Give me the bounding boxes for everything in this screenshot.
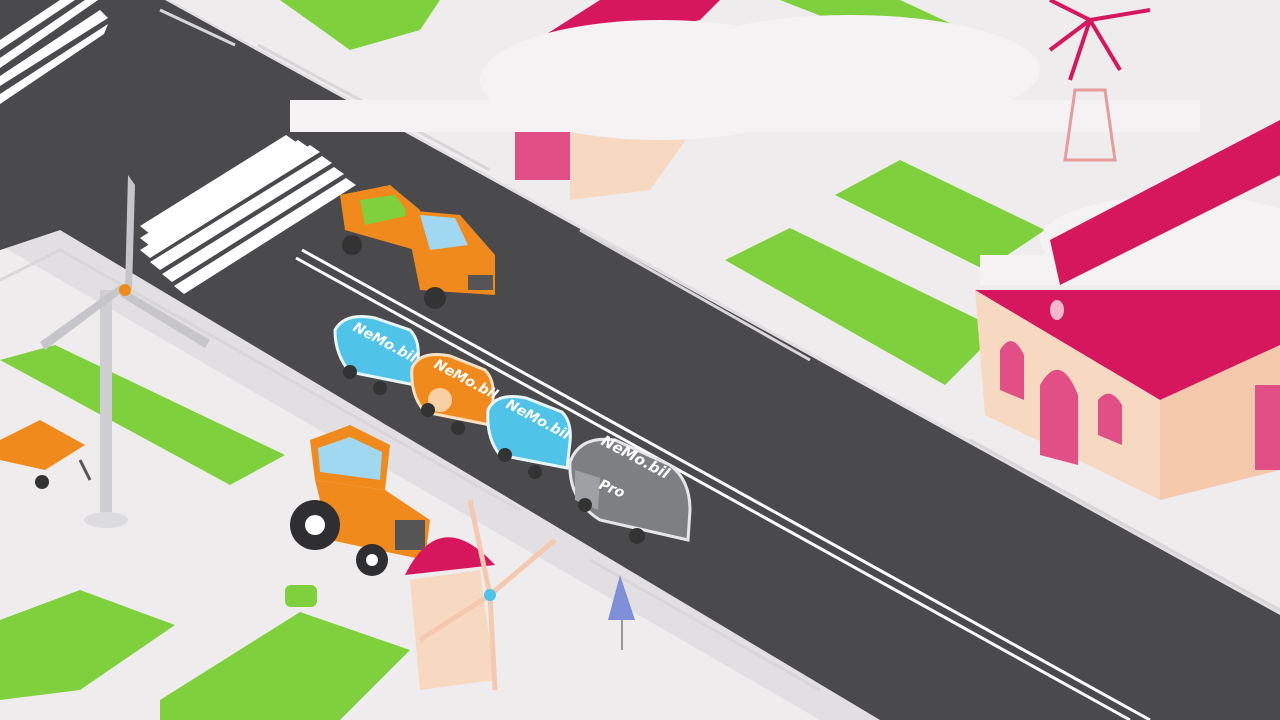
tractor xyxy=(290,425,430,576)
house-right xyxy=(975,120,1280,500)
windmill-top-right xyxy=(1048,0,1151,162)
wind-turbine xyxy=(40,175,210,528)
windmill-bottom xyxy=(405,499,557,691)
trailer xyxy=(0,420,92,489)
fences xyxy=(0,8,1280,692)
cross-road xyxy=(0,0,300,250)
pickup-truck xyxy=(340,185,495,309)
small-tree xyxy=(608,575,635,650)
nemo-shuttle-3: NeMo.bil xyxy=(486,395,572,479)
crosswalk-middle xyxy=(140,135,356,294)
lane-line xyxy=(301,248,1151,720)
hay-bale xyxy=(285,585,317,607)
crosswalk-top xyxy=(0,0,108,104)
nemo-shuttle-2: NeMo.bil xyxy=(410,353,500,435)
lane-line xyxy=(295,256,1131,720)
